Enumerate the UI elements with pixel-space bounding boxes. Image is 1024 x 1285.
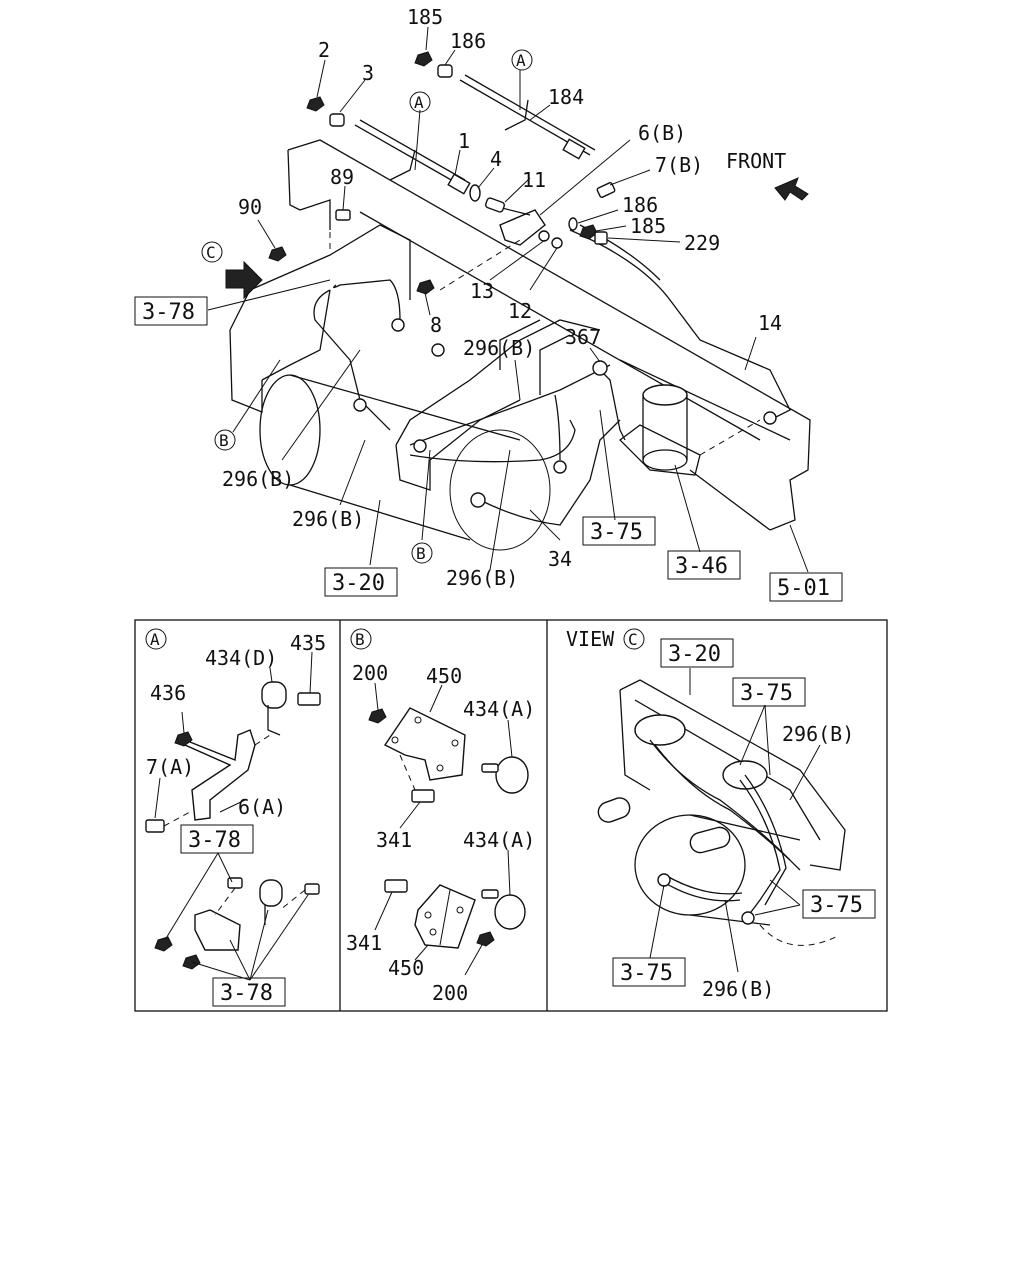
callout-7a: 7(A) bbox=[146, 755, 194, 779]
detail-panel-a: A 434(D) 435 436 7(A) 6(A) bbox=[145, 628, 326, 1007]
main-circle-markers: A A C B B bbox=[201, 49, 533, 564]
callout-1: 1 bbox=[458, 129, 470, 153]
svg-text:A: A bbox=[414, 93, 424, 112]
callout-200-top: 200 bbox=[352, 661, 388, 685]
svg-text:5-01: 5-01 bbox=[777, 576, 830, 601]
callout-434a-bottom: 434(A) bbox=[463, 828, 535, 852]
callout-184: 184 bbox=[548, 85, 584, 109]
callout-341-bottom: 341 bbox=[346, 931, 382, 955]
callout-89: 89 bbox=[330, 165, 354, 189]
ref-box-3-20: 3-20 bbox=[324, 567, 398, 597]
svg-text:3-75: 3-75 bbox=[810, 893, 863, 918]
callout-296b-view-1: 296(B) bbox=[782, 722, 854, 746]
callout-200-bottom: 200 bbox=[432, 981, 468, 1005]
marker-c-view: C bbox=[201, 241, 223, 263]
detail-panel-c: VIEW C 3-20 bbox=[566, 627, 876, 1001]
ref-box-3-78-top: 3-78 bbox=[180, 824, 254, 854]
detail-panels-frame bbox=[134, 619, 888, 1012]
svg-text:3-20: 3-20 bbox=[668, 642, 721, 667]
marker-a-2: A bbox=[409, 91, 431, 113]
svg-text:C: C bbox=[206, 243, 216, 262]
callout-186-mid: 186 bbox=[622, 193, 658, 217]
svg-text:3-78: 3-78 bbox=[142, 300, 195, 325]
callout-90: 90 bbox=[238, 195, 262, 219]
callout-4: 4 bbox=[490, 147, 502, 171]
ref-box-3-20-view: 3-20 bbox=[660, 638, 734, 668]
marker-a-1: A bbox=[511, 49, 533, 71]
detail-panel-b: B 200 450 434(A) 341 434(A) bbox=[346, 628, 535, 1005]
ref-box-5-01: 5-01 bbox=[769, 572, 843, 602]
front-label: FRONT bbox=[726, 149, 786, 173]
main-callouts: 185 186 2 3 184 1 4 11 6(B) 7(B) FRONT 8… bbox=[222, 5, 786, 590]
callout-34: 34 bbox=[548, 547, 572, 571]
callout-186-top: 186 bbox=[450, 29, 486, 53]
callout-296b-4: 296(B) bbox=[446, 566, 518, 590]
callout-3: 3 bbox=[362, 61, 374, 85]
callout-434d: 434(D) bbox=[205, 646, 277, 670]
svg-text:3-20: 3-20 bbox=[332, 571, 385, 596]
svg-text:3-46: 3-46 bbox=[675, 554, 728, 579]
callout-7b: 7(B) bbox=[655, 153, 703, 177]
callout-13: 13 bbox=[470, 279, 494, 303]
callout-341-top: 341 bbox=[376, 828, 412, 852]
marker-b-1: B bbox=[214, 429, 236, 451]
ref-box-3-46: 3-46 bbox=[667, 550, 741, 580]
svg-text:3-75: 3-75 bbox=[620, 961, 673, 986]
ref-box-3-78-bottom: 3-78 bbox=[212, 977, 286, 1007]
svg-text:A: A bbox=[516, 51, 526, 70]
leader-lines bbox=[207, 26, 809, 573]
svg-text:3-75: 3-75 bbox=[740, 681, 793, 706]
callout-434a-top: 434(A) bbox=[463, 697, 535, 721]
callout-296b-view-2: 296(B) bbox=[702, 977, 774, 1001]
callout-6a: 6(A) bbox=[238, 795, 286, 819]
view-label: VIEW bbox=[566, 627, 615, 651]
marker-b-2: B bbox=[411, 542, 433, 564]
chassis-frame-drawing bbox=[229, 139, 811, 551]
linkage-rods-drawing bbox=[225, 51, 809, 300]
callout-435: 435 bbox=[290, 631, 326, 655]
panel-a-marker: A bbox=[150, 630, 160, 649]
svg-text:3-75: 3-75 bbox=[590, 520, 643, 545]
callout-450-top: 450 bbox=[426, 664, 462, 688]
ref-box-3-75-bottom: 3-75 bbox=[612, 957, 686, 987]
callout-185-top: 185 bbox=[407, 5, 443, 29]
callout-14: 14 bbox=[758, 311, 782, 335]
svg-text:3-78: 3-78 bbox=[220, 981, 273, 1006]
callout-2: 2 bbox=[318, 38, 330, 62]
callout-8: 8 bbox=[430, 313, 442, 337]
callout-296b-3: 296(B) bbox=[292, 507, 364, 531]
svg-text:3-78: 3-78 bbox=[188, 828, 241, 853]
callout-436: 436 bbox=[150, 681, 186, 705]
svg-text:B: B bbox=[219, 431, 229, 450]
callout-229: 229 bbox=[684, 231, 720, 255]
main-reference-boxes: 3-78 3-75 3-46 3-20 5-01 bbox=[134, 296, 843, 602]
callout-450-bottom: 450 bbox=[388, 956, 424, 980]
callout-185-mid: 185 bbox=[630, 214, 666, 238]
callout-11: 11 bbox=[522, 168, 546, 192]
ref-box-3-75: 3-75 bbox=[582, 516, 656, 546]
ref-box-3-75-top: 3-75 bbox=[732, 677, 806, 707]
ref-box-3-75-right: 3-75 bbox=[802, 889, 876, 919]
callout-12: 12 bbox=[508, 299, 532, 323]
ref-box-3-78: 3-78 bbox=[134, 296, 208, 326]
panel-c-marker: C bbox=[628, 630, 638, 649]
svg-text:B: B bbox=[416, 544, 426, 563]
callout-296b-1: 296(B) bbox=[463, 336, 535, 360]
callout-6b: 6(B) bbox=[638, 121, 686, 145]
air-pipes-drawing bbox=[313, 224, 791, 526]
callout-296b-2: 296(B) bbox=[222, 467, 294, 491]
panel-b-marker: B bbox=[355, 630, 365, 649]
callout-367: 367 bbox=[565, 325, 601, 349]
